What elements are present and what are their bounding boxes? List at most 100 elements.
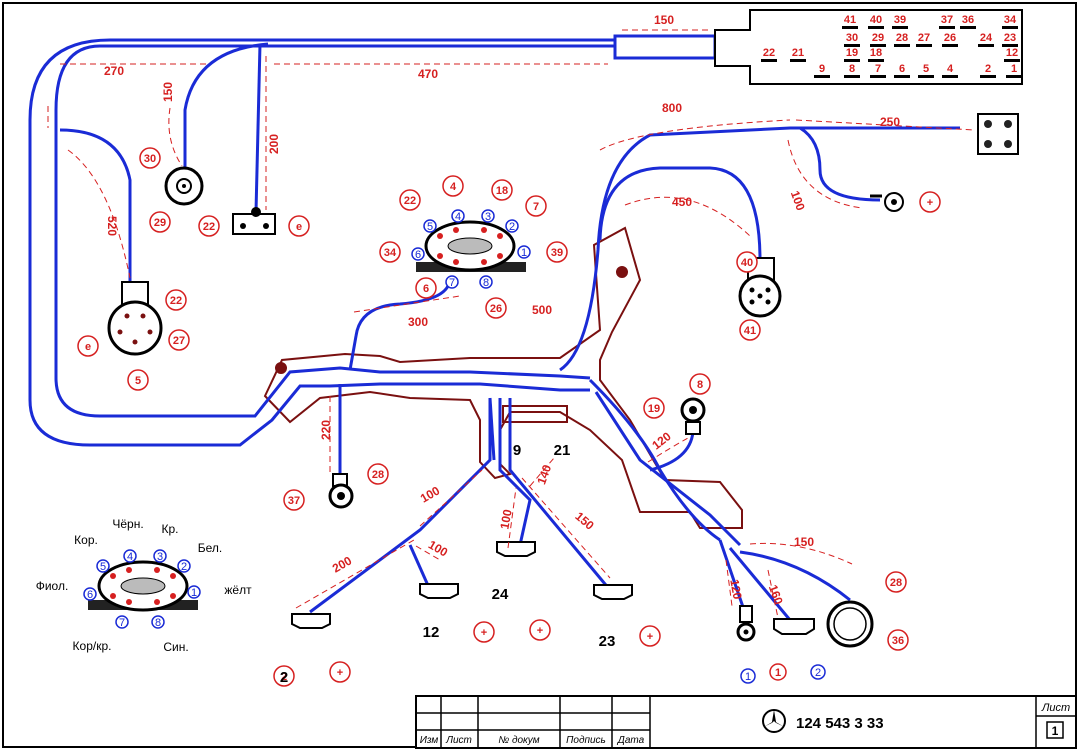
- dim-150-low: 150: [572, 509, 597, 533]
- pin-label: 37: [941, 14, 953, 26]
- label-4-top: 4: [450, 181, 457, 193]
- pin-bar: [916, 44, 932, 47]
- pin-bar: [870, 44, 886, 47]
- label-2-low: 2: [281, 671, 287, 683]
- round-connector-br: [826, 600, 874, 648]
- dim-200-vert: 200: [267, 134, 281, 154]
- pin-bar: [844, 59, 860, 62]
- label-12: 12: [423, 624, 440, 641]
- legend-korkr: Кор/кр.: [73, 639, 112, 653]
- legend-num-4: 4: [127, 551, 133, 563]
- title-block: Изм Лист № докум Подпись Дата Лист 1 124…: [415, 695, 1077, 749]
- col-date: Дата: [617, 735, 645, 746]
- pin-bar: [868, 59, 884, 62]
- legend-connector: 5 4 3 2 1 6 7 8 Чёрн. Кр. Кор. Бел. Фиол…: [36, 517, 252, 654]
- label-plus-b: +: [481, 627, 487, 639]
- label-18: 18: [496, 185, 508, 197]
- label-plus-top: +: [927, 197, 933, 209]
- dimension-labels: 150 270 470 150 200 520 800 250 450 100 …: [104, 13, 900, 607]
- main-connector-lead: [613, 34, 717, 60]
- label-6: 6: [423, 283, 429, 295]
- label-plus-d: +: [647, 631, 653, 643]
- label-30: 30: [144, 153, 156, 165]
- col-sign: Подпись: [566, 735, 606, 746]
- legend-kr: Кр.: [162, 522, 179, 536]
- pin-bar: [978, 44, 994, 47]
- pin-bar: [939, 26, 955, 29]
- legend-zhelt: жёлт: [224, 583, 252, 597]
- black-labels: 9 21 12 24 23 2: [280, 442, 616, 686]
- col-doc: № докум: [498, 735, 539, 746]
- dim-120-br: 120: [727, 578, 744, 600]
- connector-5pin-left: [107, 281, 163, 356]
- legend-num-7: 7: [119, 617, 125, 629]
- ground-connector: [232, 207, 276, 235]
- pin-label: 22: [763, 47, 775, 59]
- blue-5: 5: [427, 221, 433, 233]
- pin-label: 27: [918, 32, 930, 44]
- label-22-top: 22: [404, 195, 416, 207]
- sensor-8-19: [680, 397, 706, 435]
- blue-3: 3: [485, 211, 491, 223]
- pin-label: 8: [849, 63, 855, 75]
- dim-100-right: 100: [788, 189, 808, 213]
- oval-connector-top: [416, 220, 526, 272]
- blue-6: 6: [415, 249, 421, 261]
- pin-bar: [844, 75, 860, 78]
- doc-number-tail: 33: [867, 715, 884, 732]
- dim-100-c: 100: [497, 508, 514, 530]
- legend-num-6: 6: [87, 589, 93, 601]
- pin-label: 6: [899, 63, 905, 75]
- label-23: 23: [599, 633, 616, 650]
- pin-label: 1: [1011, 63, 1017, 75]
- label-36: 36: [892, 635, 904, 647]
- label-29: 29: [154, 217, 166, 229]
- label-8: 8: [697, 379, 703, 391]
- pin-bar: [790, 59, 806, 62]
- ring-terminal-right: [870, 192, 904, 212]
- connector-2pin-2: [291, 541, 815, 635]
- label-37: 37: [288, 495, 300, 507]
- pin-bar: [894, 75, 910, 78]
- connector-4pin-right: [977, 113, 1019, 155]
- pin-bar: [842, 26, 858, 29]
- legend-fiol: Фиол.: [36, 579, 69, 593]
- doc-number-main: 124 543 3: [796, 715, 863, 732]
- legend-sin: Син.: [163, 640, 188, 654]
- label-7: 7: [533, 201, 539, 213]
- pin-label: 2: [985, 63, 991, 75]
- dim-100-a: 100: [418, 483, 443, 505]
- pin-label: 19: [846, 47, 858, 59]
- label-1-br-red: 1: [775, 667, 781, 679]
- pin-label: 12: [1006, 47, 1018, 59]
- legend-num-8: 8: [155, 617, 161, 629]
- dim-270: 270: [104, 64, 124, 78]
- pin-label: 30: [846, 32, 858, 44]
- label-5: 5: [135, 375, 141, 387]
- pin-bar: [1002, 44, 1018, 47]
- dim-250: 250: [880, 115, 900, 129]
- label-28-br: 28: [890, 577, 902, 589]
- label-e-ground: e: [296, 221, 302, 233]
- legend-num-1: 1: [191, 587, 197, 599]
- label-24: 24: [492, 586, 509, 603]
- label-34: 34: [384, 247, 397, 259]
- pin-bar: [942, 44, 958, 47]
- label-39: 39: [551, 247, 563, 259]
- blue-4: 4: [455, 211, 461, 223]
- pin-label: 4: [947, 63, 954, 75]
- pin-label: 18: [870, 47, 882, 59]
- pin-bar: [918, 75, 934, 78]
- label-9: 9: [513, 442, 521, 459]
- pin-bar: [894, 44, 910, 47]
- blue-1-br: 1: [745, 671, 751, 683]
- wire-bundle: [28, 38, 960, 621]
- pin-label: 26: [944, 32, 956, 44]
- dim-200-low: 200: [330, 553, 355, 575]
- legend-kor: Кор.: [74, 533, 98, 547]
- pin-label: 28: [896, 32, 908, 44]
- label-e-left: e: [85, 341, 91, 353]
- pin-label: 39: [894, 14, 906, 26]
- list-number: 1: [1052, 724, 1059, 738]
